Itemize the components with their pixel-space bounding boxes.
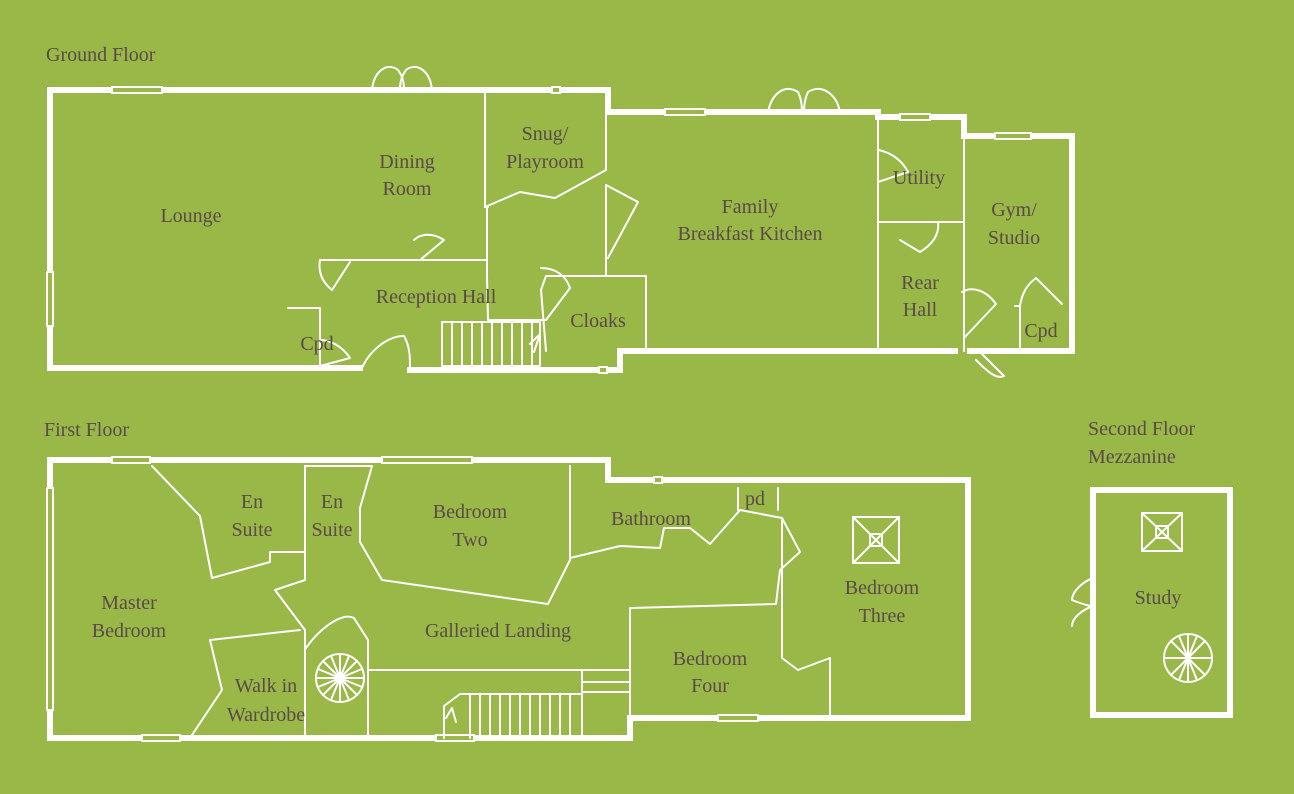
bedroom-three-label-line1: Bedroom [845,577,920,599]
en-suite-2-label-line1: En [321,491,343,513]
dining-room-label-line2: Room [383,178,432,200]
gym-label-line2: Studio [988,227,1040,249]
cloaks-label: Cloaks [570,310,626,332]
en-suite-1-label-line2: Suite [231,519,272,541]
study-label: Study [1135,587,1182,609]
second-door [1071,577,1094,627]
second-outer-wall [1090,487,1233,718]
ground-floor-plan: Ground Floor [46,44,1075,378]
bedroom-three-label-line2: Three [859,605,906,627]
walk-in-wardrobe-label-line1: Walk in [235,675,297,697]
study-spiral-stair [1163,633,1213,683]
first-floor-plan: First Floor [44,419,971,742]
kitchen-label-line2: Breakfast Kitchen [678,223,823,245]
first-cpd-label: pd [745,488,765,510]
dining-room-label-line1: Dining [379,151,435,173]
rear-hall-label-line2: Hall [903,299,938,321]
rear-hall-label-line1: Rear [901,272,939,294]
ground-interior-walls [287,89,1021,367]
master-bedroom-label-line1: Master [101,592,157,614]
cpd-left-label: Cpd [300,333,333,355]
reception-hall-label: Reception Hall [376,286,497,308]
first-outer-wall [47,457,971,741]
gym-label-line1: Gym/ [991,199,1037,221]
ground-stairs [441,321,541,367]
first-interior-walls [151,465,831,739]
bathroom-label: Bathroom [611,508,691,530]
en-suite-2-label-line2: Suite [311,519,352,541]
bedroom-three-skylight [852,516,900,564]
bedroom-four-label-line2: Four [691,675,729,697]
ground-doors [318,65,1063,378]
bedroom-two-label-line2: Two [452,529,487,551]
walk-in-wardrobe-label-line2: Wardrobe [227,704,305,726]
galleried-landing-label: Galleried Landing [425,620,571,642]
snug-label-line2: Playroom [506,151,584,173]
master-bedroom-label-line2: Bedroom [92,620,167,642]
study-skylight [1141,512,1183,552]
first-floor-title: First Floor [44,419,129,441]
ground-windows [46,86,1032,374]
second-floor-title-line1: Second Floor [1088,418,1196,440]
first-room-labels: En Suite En Suite Bedroom Two Bathroom p… [92,488,920,726]
first-windows [46,456,759,742]
ground-room-labels: Lounge Dining Room Snug/ Playroom Family… [160,123,1057,355]
second-floor-title-line2: Mezzanine [1088,446,1176,468]
first-spiral-stair [305,615,369,703]
kitchen-label-line1: Family [722,196,779,218]
cpd-right-label: Cpd [1024,320,1057,342]
utility-label: Utility [893,167,945,189]
lounge-label: Lounge [160,205,221,227]
first-stairs [443,693,583,739]
bedroom-four-label-line1: Bedroom [673,648,748,670]
snug-label-line1: Snug/ [522,123,569,145]
ground-floor-title: Ground Floor [46,44,156,66]
second-floor-plan: Second Floor Mezzanine Study [1071,418,1233,718]
en-suite-1-label-line1: En [241,491,263,513]
bedroom-two-label-line1: Bedroom [433,501,508,523]
